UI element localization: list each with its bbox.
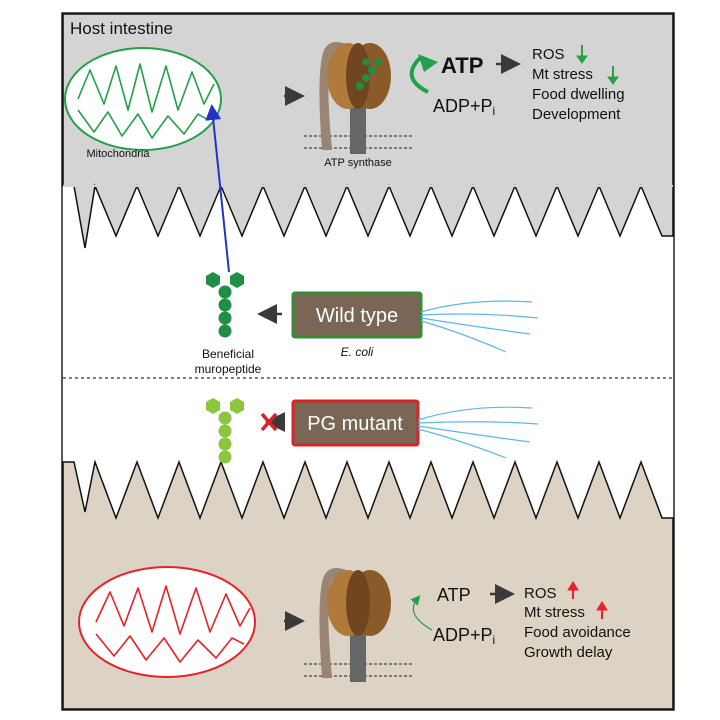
- pg-mutant-flagella: [417, 406, 539, 459]
- mitochondria-healthy: [64, 47, 222, 151]
- mitochondria-stressed: [78, 566, 256, 678]
- down-arrow-icon: [607, 66, 619, 85]
- adp-to-atp-arrow-bottom: [410, 595, 433, 631]
- effect-mt-stress-top: Mt stress: [532, 66, 593, 83]
- up-arrow-icon: [596, 601, 608, 619]
- wild-type-label: Wild type: [316, 305, 398, 327]
- panel-title: Host intestine: [70, 19, 173, 38]
- effect-mt-stress-bottom: Mt stress: [524, 604, 585, 621]
- atp-synthase-top-icon: [304, 42, 412, 154]
- effect-food-avoidance: Food avoidance: [524, 624, 631, 641]
- adp-label-bottom: ADP+Pi: [433, 625, 495, 647]
- up-arrow-icon: [567, 581, 579, 599]
- atp-synthase-bottom-icon: [304, 568, 412, 682]
- atp-label-bottom: ATP: [437, 585, 471, 605]
- down-arrow-icon: [576, 45, 588, 64]
- beneficial-muropeptide-icon: [206, 272, 244, 338]
- pg-mutant-label: PG mutant: [307, 413, 403, 435]
- mutant-muropeptide-icon: [206, 398, 244, 464]
- adp-label-top: ADP+Pi: [433, 96, 495, 118]
- blocked-x-icon: [260, 412, 278, 432]
- effect-food-dwelling: Food dwelling: [532, 86, 625, 103]
- atp-synthase-label: ATP synthase: [324, 157, 391, 169]
- effect-growth-delay: Growth delay: [524, 644, 613, 661]
- effect-development: Development: [532, 106, 621, 123]
- atp-label-top: ATP: [441, 53, 483, 78]
- wild-type-flagella: [420, 300, 539, 353]
- muropeptide-signal-arrow: [205, 104, 230, 273]
- mitochondria-label: Mitochondria: [87, 148, 151, 160]
- muropeptide-label-line1: Beneficial: [202, 347, 254, 361]
- ecoli-label: E. coli: [341, 345, 374, 359]
- muropeptide-label-line2: muropeptide: [195, 362, 262, 376]
- effect-ros-top: ROS: [532, 46, 565, 63]
- effect-ros-bottom: ROS: [524, 585, 557, 602]
